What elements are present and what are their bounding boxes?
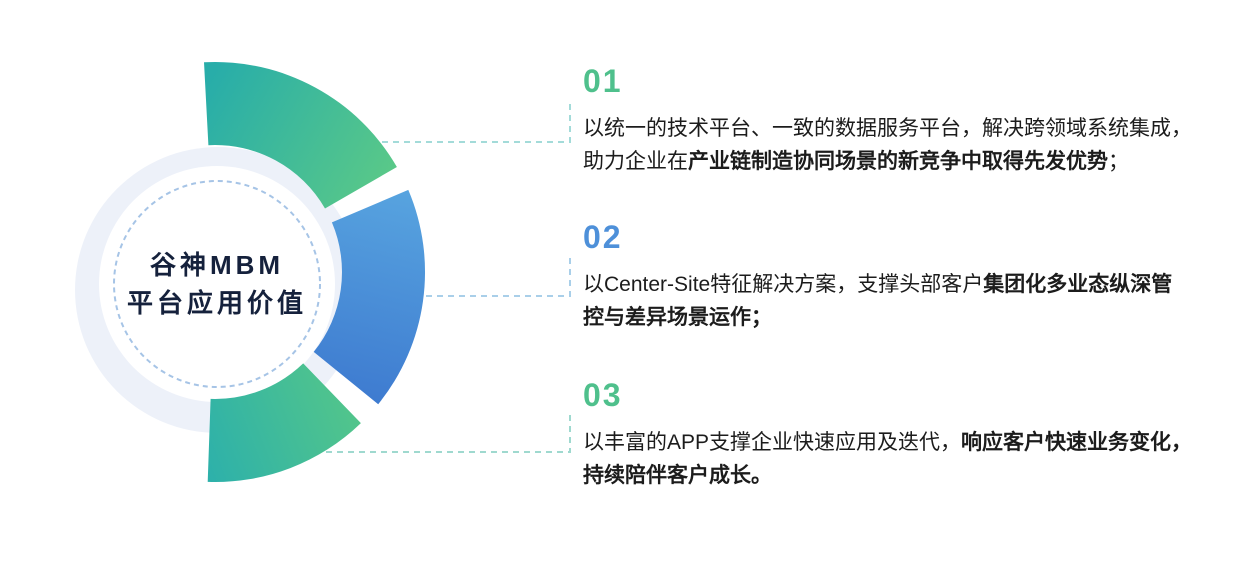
- point-1: 01 以统一的技术平台、一致的数据服务平台，解决跨领域系统集成， 助力企业在产业…: [583, 62, 1228, 178]
- point-1-text: 以统一的技术平台、一致的数据服务平台，解决跨领域系统集成， 助力企业在产业链制造…: [583, 112, 1228, 178]
- connector-line-3: [326, 410, 571, 453]
- point-2-number: 02: [583, 219, 623, 255]
- point-1-text-line-2: 助力企业在产业链制造协同场景的新竞争中取得先发优势；: [583, 150, 1129, 173]
- point-2-text-line-2: 控与差异场景运作；: [583, 306, 772, 329]
- point-2: 02 以Center-Site特征解决方案，支撑头部客户集团化多业态纵深管 控与…: [583, 218, 1228, 334]
- center-title: 谷神MBM 平台应用价值: [87, 246, 347, 322]
- point-3-text-line-1: 以丰富的APP支撑企业快速应用及迭代，响应客户快速业务变化，: [583, 431, 1193, 454]
- point-1-text-line-1: 以统一的技术平台、一致的数据服务平台，解决跨领域系统集成，: [583, 117, 1192, 140]
- point-3-text-line-2: 持续陪伴客户成长。: [583, 464, 772, 487]
- donut-segment-right: [313, 189, 426, 405]
- connector-line-2: [426, 254, 571, 297]
- point-2-text-line-1: 以Center-Site特征解决方案，支撑头部客户集团化多业态纵深管: [583, 273, 1173, 296]
- point-3: 03 以丰富的APP支撑企业快速应用及迭代，响应客户快速业务变化， 持续陪伴客户…: [583, 376, 1228, 492]
- center-dashed-ring: [113, 180, 321, 388]
- donut-segment-bottom: [207, 363, 361, 483]
- point-3-text: 以丰富的APP支撑企业快速应用及迭代，响应客户快速业务变化， 持续陪伴客户成长。: [583, 426, 1228, 492]
- title-line-1: 谷神MBM: [149, 250, 285, 280]
- connector-line-1: [382, 100, 571, 143]
- point-1-number: 01: [583, 63, 623, 99]
- title-line-2: 平台应用价值: [126, 288, 307, 318]
- center-white-circle: [99, 166, 335, 402]
- point-2-text: 以Center-Site特征解决方案，支撑头部客户集团化多业态纵深管 控与差异场…: [583, 268, 1228, 334]
- point-3-number: 03: [583, 377, 623, 413]
- donut-segment-top: [204, 62, 397, 209]
